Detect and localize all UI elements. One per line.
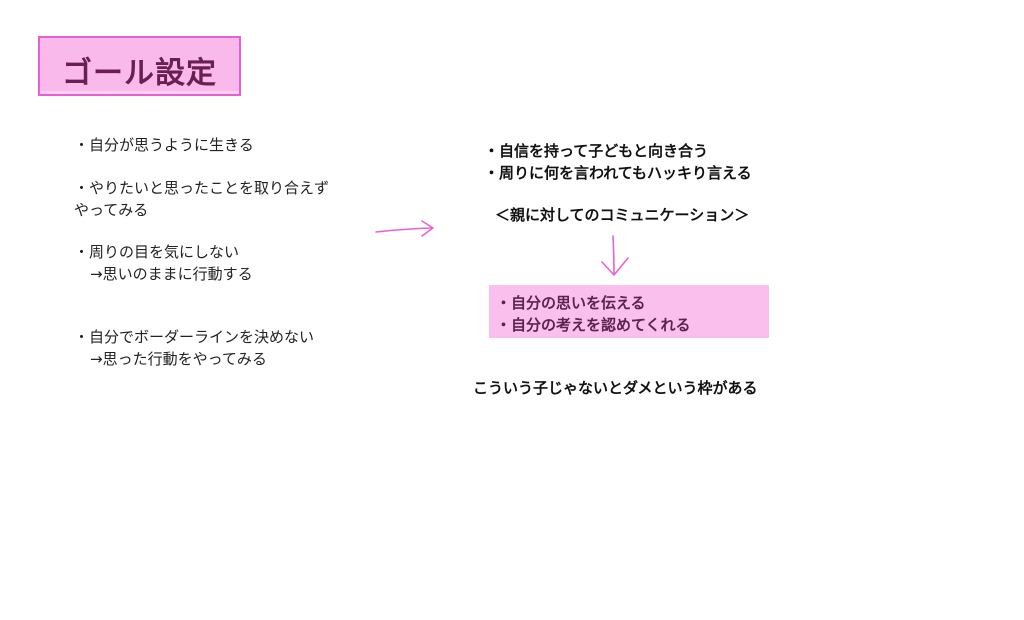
highlight-item: ・自分の思いを伝える bbox=[496, 294, 646, 312]
list-item: やってみる bbox=[74, 201, 149, 219]
list-item: ・自分でボーダーラインを決めない bbox=[74, 328, 315, 346]
list-item: ・自分が思うように生きる bbox=[74, 136, 254, 154]
list-item: ・周りの目を気にしない bbox=[74, 243, 240, 261]
title-box bbox=[38, 36, 241, 96]
right-arrow-icon bbox=[375, 220, 434, 237]
page-title: ゴール設定 bbox=[62, 56, 217, 91]
note-text: こういう子じゃないとダメという枠がある bbox=[473, 379, 758, 397]
list-item: ・やりたいと思ったことを取り合えず bbox=[74, 179, 330, 197]
list-item: →思った行動をやってみる bbox=[90, 350, 267, 368]
section-heading: ＜親に対してのコミュニケーション＞ bbox=[495, 206, 750, 224]
list-item: →思いのままに行動する bbox=[90, 265, 253, 283]
down-arrow-icon bbox=[601, 235, 629, 276]
highlight-box bbox=[489, 285, 769, 338]
goal-item: ・周りに何を言われてもハッキり言える bbox=[484, 164, 752, 182]
goal-item: ・自信を持って子どもと向き合う bbox=[484, 142, 708, 160]
highlight-item: ・自分の考えを認めてくれる bbox=[496, 316, 691, 334]
